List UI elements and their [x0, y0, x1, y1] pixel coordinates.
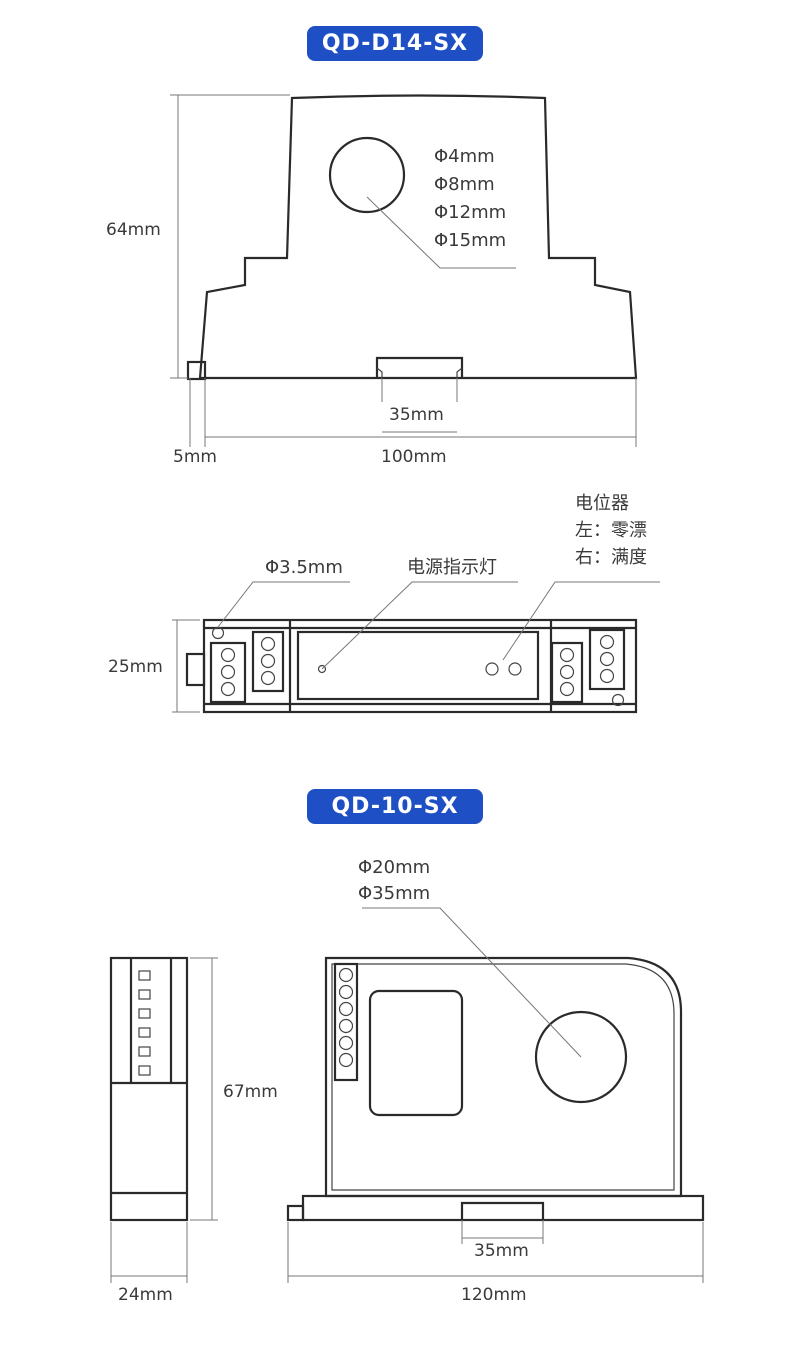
through-hole-large [534, 1010, 628, 1104]
qd-10-side-view [109, 956, 218, 1283]
hole-size-35: Φ35mm [358, 883, 430, 904]
through-hole [328, 136, 406, 214]
mount-hole-label: Φ3.5mm [265, 557, 343, 578]
model-title-qd-d14-sx: QD-D14-SX [307, 26, 483, 61]
hole-size-20: Φ20mm [358, 857, 430, 878]
height-label: 64mm [106, 220, 161, 240]
offset-label: 5mm [173, 447, 217, 467]
potentiometer-title: 电位器 [575, 493, 629, 514]
qd-10-front-view [286, 907, 705, 1283]
qd-d14-top-view [172, 581, 660, 714]
model-title-qd-10-sx: QD-10-SX [307, 789, 483, 824]
side-depth-label: 24mm [118, 1285, 173, 1305]
hole-size-4: Φ15mm [434, 230, 506, 251]
rail-width-label-2: 35mm [474, 1241, 529, 1261]
depth-label: 25mm [108, 657, 163, 677]
hole-size-2: Φ8mm [434, 174, 495, 195]
width-label-2: 120mm [461, 1285, 527, 1305]
width-label: 100mm [381, 447, 447, 467]
power-led-label: 电源指示灯 [407, 557, 497, 578]
hole-size-1: Φ4mm [434, 146, 495, 167]
potentiometer-right-note: 右：满度 [575, 547, 647, 568]
power-led-marker [317, 664, 327, 674]
side-height-label: 67mm [223, 1082, 278, 1102]
qd-d14-front-view [170, 94, 638, 447]
potentiometer-span [508, 662, 522, 676]
hole-size-3: Φ12mm [434, 202, 506, 223]
potentiometer-left-note: 左：零漂 [575, 520, 647, 541]
potentiometer-zero [485, 662, 499, 676]
rail-width-label: 35mm [389, 405, 444, 425]
